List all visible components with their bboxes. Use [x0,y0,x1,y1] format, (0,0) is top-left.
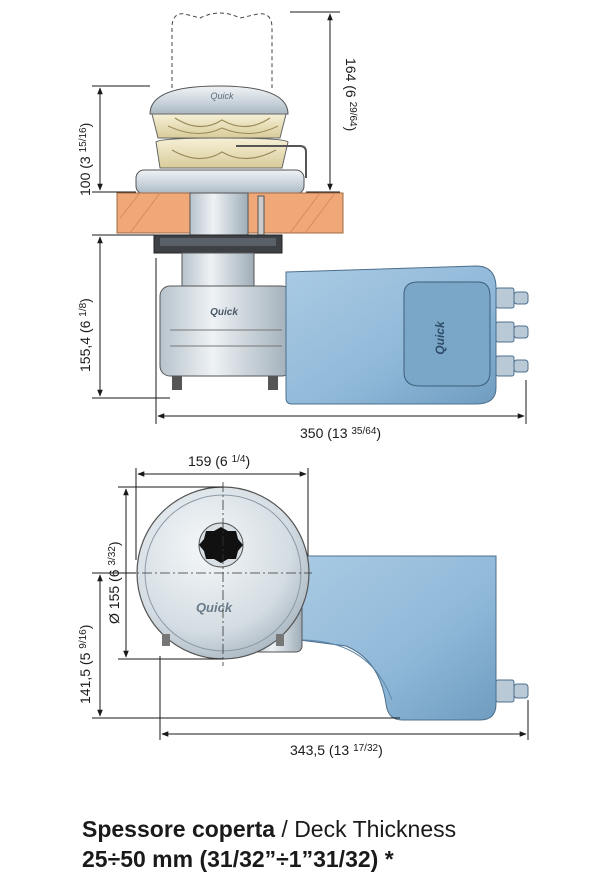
side-dimensions [92,11,527,424]
housing-logo: Quick [433,320,447,355]
deck-thickness-caption: Spessore coperta / Deck Thickness 25÷50 … [82,814,592,874]
base-plate [135,169,305,195]
drum-logo: Quick [196,600,233,615]
dim-height-base: 100 (3 15/16) [77,123,93,196]
caption-title-bold: Spessore coperta [82,816,276,842]
dim-length-side: 350 (13 35/64) [300,425,381,441]
dim-length-top: 343,5 (13 17/32) [290,742,383,758]
gypsy-lower [155,137,289,169]
caption-title-rest: / Deck Thickness [275,816,457,842]
dim-width-front: 159 (6 1/4) [188,453,250,469]
side-view: Quick Quick Quick [116,12,529,405]
cap-logo: Quick [210,91,234,101]
gearbox [159,285,293,377]
gearbox-logo: Quick [210,307,238,318]
drum-cap [149,85,289,115]
shaft [189,192,249,236]
chain-stripper [236,145,307,178]
caption-thickness: 25÷50 mm (31/32”÷1”31/32) * [82,846,394,872]
dim-height-body: 155,4 (6 1/8) [77,298,93,372]
dim-height-top: 164 (6 29/64) [343,58,359,131]
top-housing [287,555,497,721]
terminal-cover [403,281,491,387]
top-cable-gland [495,679,529,703]
caption-title: Spessore coperta / Deck Thickness [82,814,592,844]
cable-glands [495,287,529,377]
dim-diameter: Ø 155 (6 3/32) [106,541,122,624]
top-view: Quick [124,482,529,721]
dim-height-front: 141,5 (5 9/16) [77,625,93,704]
gypsy-upper [151,113,287,139]
clearance-outline [171,12,273,88]
top-dimensions [92,468,529,740]
